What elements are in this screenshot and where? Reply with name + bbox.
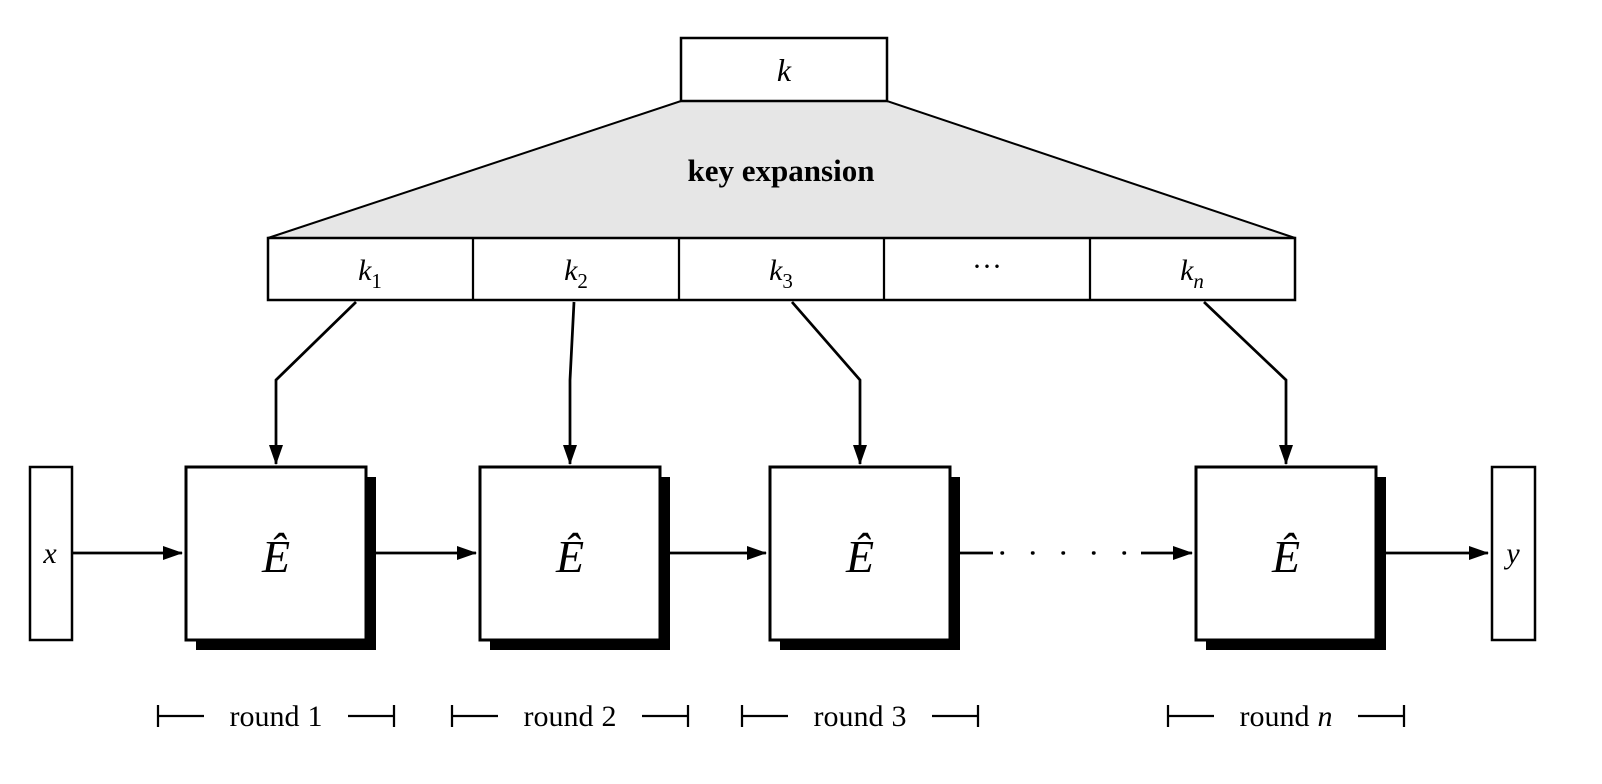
key-box <box>679 36 889 103</box>
round-function-label-1: Ê <box>261 531 290 582</box>
subkey-arrow-1 <box>269 301 357 465</box>
subkey-arrow-n <box>1203 301 1293 465</box>
subkey-row <box>266 236 1297 302</box>
subkey-arrow-3 <box>790 301 867 465</box>
round-function-box-n <box>1194 465 1378 642</box>
round-function-box-3 <box>768 465 952 642</box>
output-box <box>1490 465 1537 642</box>
subkey-label-n: kn <box>1180 254 1204 293</box>
subkey-arrow-2 <box>563 301 577 465</box>
subkey-ellipsis: ··· <box>972 250 1002 283</box>
round-function-label-2: Ê <box>555 531 584 582</box>
input-box <box>28 465 74 642</box>
key-expansion-label: key expansion <box>688 153 875 188</box>
subkey-label-1: k1 <box>358 254 382 293</box>
round-function-box-1 <box>184 465 368 642</box>
round-function-label-n: Ê <box>1271 531 1300 582</box>
input-label: x <box>42 537 57 570</box>
round-function-label-3: Ê <box>845 531 874 582</box>
subkey-label-3: k3 <box>769 254 793 293</box>
subkey-label-2: k2 <box>564 254 588 293</box>
key-label: k <box>777 52 792 88</box>
output-label: y <box>1503 537 1520 570</box>
